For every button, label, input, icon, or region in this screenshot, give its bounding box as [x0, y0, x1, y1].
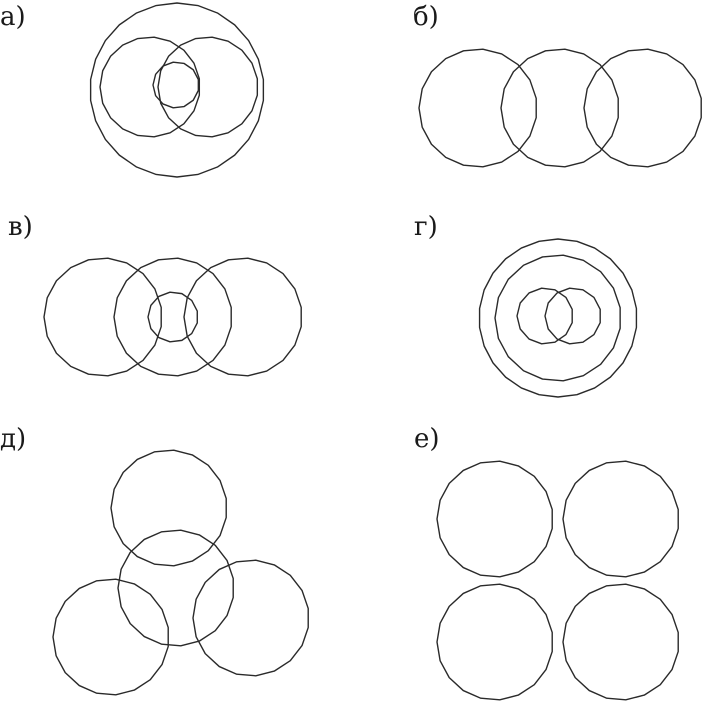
panel-b-circle-2 — [500, 48, 619, 168]
panel-a-circle-4 — [152, 61, 200, 109]
panel-e-circle-3 — [436, 583, 553, 701]
panel-label-a: а) — [0, 2, 26, 32]
panel-v-circle-3 — [183, 257, 302, 377]
panel-e-circle-1 — [436, 460, 553, 578]
panel-e-circle-4 — [562, 583, 679, 701]
panel-d-circle-4 — [192, 559, 309, 677]
panel-a-circles — [89, 2, 265, 178]
panel-a-circle-3 — [157, 36, 259, 138]
panel-d-circle-3 — [52, 578, 169, 696]
panel-v-circle-1 — [43, 257, 162, 377]
panel-label-g: г) — [414, 212, 438, 242]
panel-e-circle-2 — [562, 460, 679, 578]
panel-d-circles — [52, 449, 309, 696]
panel-label-v: в) — [8, 212, 33, 242]
panel-b-circles — [418, 48, 702, 168]
panel-v-circle-2 — [113, 257, 232, 377]
panel-label-d: д) — [0, 424, 27, 454]
panel-v-circles — [43, 257, 302, 377]
panel-b-circle-1 — [418, 48, 537, 168]
panel-g-circle-3 — [516, 287, 573, 345]
panel-d-circle-2 — [117, 529, 234, 647]
panel-g-circle-4 — [544, 287, 601, 345]
panel-a-circle-2 — [99, 36, 201, 138]
panel-g-circles — [478, 238, 638, 398]
panel-g-circle-2 — [494, 254, 621, 382]
panel-b-circle-3 — [583, 48, 702, 168]
panel-label-e: е) — [414, 424, 440, 454]
panel-g-circle-1 — [478, 238, 638, 398]
panel-label-b: б) — [413, 2, 439, 32]
panel-d-circle-1 — [110, 449, 227, 567]
panel-a-circle-1 — [89, 2, 265, 178]
panel-e-circles — [436, 460, 679, 701]
panel-v-circle-4 — [147, 291, 198, 343]
